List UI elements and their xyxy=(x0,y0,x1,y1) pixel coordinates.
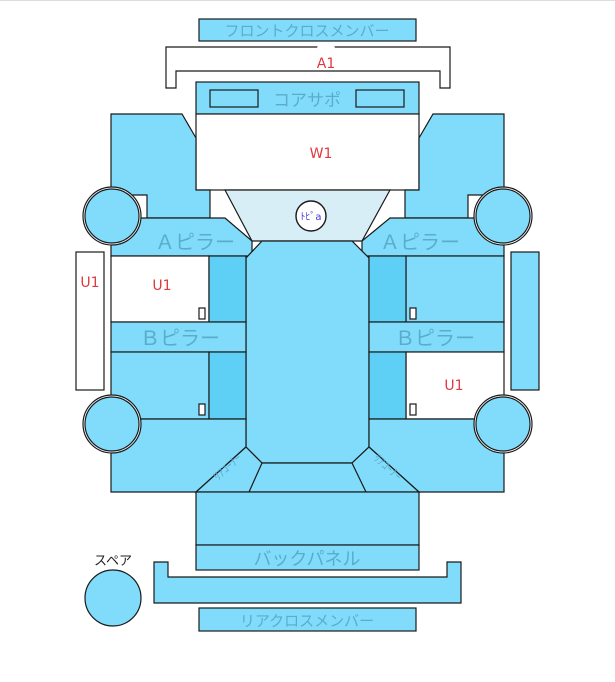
right-side-sill[interactable] xyxy=(510,251,540,391)
right-front-pillar-inner[interactable] xyxy=(368,255,407,323)
rear-bumper[interactable] xyxy=(153,561,462,604)
mark-u1-outer-left: U1 xyxy=(80,275,99,291)
b-pillar-right[interactable] xyxy=(368,321,505,353)
right-front-tire[interactable] xyxy=(475,188,531,244)
back-panel-label: バックパネル xyxy=(253,549,360,570)
right-rear-pillar-inner[interactable] xyxy=(368,351,407,420)
top-center-label: ﾄﾋﾟa xyxy=(300,211,321,223)
spare-tire[interactable] xyxy=(84,569,142,627)
a-pillar-left-label: Ａピラー xyxy=(155,230,235,254)
mark-u1-left-door: U1 xyxy=(152,278,171,294)
roof[interactable] xyxy=(245,240,370,464)
spare-label: スペア xyxy=(94,554,132,569)
core-support-left-headlamp xyxy=(209,89,259,108)
mark-a1: A1 xyxy=(317,56,335,72)
rear-cross-member-label: リアクロスメンバー xyxy=(240,612,374,630)
b-pillar-left-label: Ｂピラー xyxy=(140,326,220,350)
left-rear-pillar-inner[interactable] xyxy=(208,351,247,420)
rear-corner-right-divider xyxy=(351,462,367,493)
front-bumper[interactable] xyxy=(165,46,451,89)
left-front-pillar-inner[interactable] xyxy=(208,255,247,323)
b-pillar-right-label: Ｂピラー xyxy=(395,326,475,350)
left-rear-door-handle xyxy=(198,403,206,416)
core-support-right-headlamp xyxy=(355,89,405,108)
b-pillar-left[interactable] xyxy=(110,321,247,353)
mark-u1-right-door: U1 xyxy=(444,378,463,394)
rear-corner-left-divider xyxy=(248,462,263,493)
mark-w1: W1 xyxy=(310,146,333,162)
right-front-door-handle xyxy=(409,307,417,320)
front-bumper-mark-bg xyxy=(316,42,336,62)
a-pillar-right-label: Ａピラー xyxy=(380,230,460,254)
left-rear-tire[interactable] xyxy=(84,396,140,452)
left-front-tire[interactable] xyxy=(84,188,140,244)
right-front-door[interactable] xyxy=(405,255,505,323)
core-support[interactable] xyxy=(195,81,420,115)
top-center-circle[interactable] xyxy=(295,200,327,232)
front-cross-member-label: フロントクロスメンバー xyxy=(224,22,389,40)
trunk-lid[interactable] xyxy=(195,491,420,546)
rear-cross-member[interactable] xyxy=(198,607,417,632)
hood-area[interactable] xyxy=(195,113,420,191)
front-cross-member[interactable] xyxy=(198,18,417,42)
right-rear-tire[interactable] xyxy=(475,396,531,452)
right-rear-door-handle xyxy=(409,403,417,416)
left-side-sill-mark-bg xyxy=(79,270,101,292)
left-front-door-handle xyxy=(198,307,206,320)
back-panel[interactable] xyxy=(195,544,420,571)
core-support-label: コアサポ xyxy=(273,91,341,111)
